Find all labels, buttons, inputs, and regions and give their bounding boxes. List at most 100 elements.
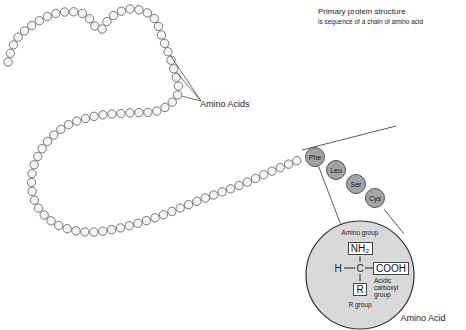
chemical-group-box: NH₂: [348, 242, 373, 255]
amino-acid-bead: [47, 217, 55, 225]
amino-acid-bead: [142, 216, 150, 224]
amino-acid-bead: [99, 227, 107, 235]
leader-line: [182, 96, 201, 101]
amino-acid-chain: [4, 5, 301, 236]
amino-acid-bead: [38, 144, 46, 152]
chemical-group-box: COOH: [373, 262, 409, 275]
amino-acid-bead: [64, 120, 72, 128]
amino-acid-bead: [40, 211, 48, 219]
amino-acid-bead: [243, 178, 251, 186]
amino-acid-bead: [78, 9, 86, 17]
amino-acid-bead: [27, 178, 35, 186]
amino-acid-bead: [160, 39, 168, 47]
amino-acid-bead: [201, 194, 209, 202]
group-formula: COOH: [376, 263, 406, 274]
amino-acid-bead: [109, 11, 117, 19]
amino-acid-bead: [143, 9, 151, 17]
amino-acid-bead: [134, 219, 142, 227]
amino-acid-bead: [193, 197, 201, 205]
amino-acid-name: Leu: [330, 167, 342, 174]
amino-acid-name: Cys: [369, 195, 381, 202]
amino-acid-bead: [235, 181, 243, 189]
amino-acid-circle: Phe: [305, 147, 325, 167]
amino-acid-bead: [168, 98, 176, 106]
amino-acid-bead: [161, 103, 169, 111]
amino-acid-bead: [276, 163, 284, 171]
amino-acid-bead: [251, 174, 259, 182]
amino-acid-bead: [169, 65, 177, 73]
amino-acid-bead: [117, 7, 125, 15]
amino-acid-bead: [99, 111, 107, 119]
leader-line: [177, 72, 201, 101]
amino-acid-bead: [6, 49, 14, 57]
amino-acid-bead: [116, 224, 124, 232]
amino-acid-bead: [176, 204, 184, 212]
magnifier-circle: [306, 221, 414, 329]
amino-acid-bead: [164, 48, 172, 56]
magnified-amino-acid: Amino groupH C Acidic carboxyl groupR grou…: [305, 220, 415, 330]
amino-acid-bead: [50, 131, 58, 139]
amino-acid-bead: [218, 188, 226, 196]
amino-acid-bead: [126, 109, 134, 117]
amino-acid-bead: [98, 25, 106, 33]
amino-acid-bead: [52, 9, 60, 17]
amino-acid-bead: [43, 12, 51, 20]
amino-acid-bead: [9, 41, 17, 49]
amino-acid-bead: [30, 196, 38, 204]
amino-acid-bead: [20, 27, 28, 35]
group-formula: R: [356, 284, 363, 295]
amino-acid-bead: [210, 191, 218, 199]
amino-acid-bead: [72, 227, 80, 235]
amino-acid-bead: [154, 22, 162, 30]
amino-acid-bead: [28, 21, 36, 29]
magnifier-outline: [305, 220, 415, 330]
amino-acid-bead: [150, 14, 158, 22]
node-heading: Amino Acid: [400, 314, 445, 324]
amino-acid-bead: [103, 17, 111, 25]
amino-acid-bead: [81, 228, 89, 236]
amino-acid-bead: [14, 33, 22, 41]
amino-acid-circle: Ser: [346, 174, 366, 194]
amino-acid-bead: [135, 108, 143, 116]
amino-acid-bead: [34, 204, 42, 212]
amino-acid-bead: [55, 221, 63, 229]
amino-acid-bead: [73, 117, 81, 125]
amino-acid-bead: [174, 82, 182, 90]
amino-acid-bead: [90, 112, 98, 120]
chemical-bond: [344, 268, 355, 269]
amino-acid-bead: [172, 73, 180, 81]
leader-lines: [170, 55, 201, 101]
amino-acid-bead: [108, 110, 116, 118]
amino-acid-bead: [57, 125, 65, 133]
amino-acid-bead: [153, 107, 161, 115]
amino-acid-bead: [168, 207, 176, 215]
amino-acid-bead: [63, 224, 71, 232]
amino-acid-bead: [226, 185, 234, 193]
amino-acid-bead: [81, 114, 89, 122]
amino-acid-bead: [30, 161, 38, 169]
amino-acid-bead: [69, 8, 77, 16]
amino-acid-bead: [173, 91, 181, 99]
part-label: Amino Acids: [200, 100, 250, 110]
amino-acid-bead: [60, 8, 68, 16]
amino-acid-bead: [135, 6, 143, 14]
chemical-group-box: R: [353, 283, 367, 296]
amino-acid-bead: [260, 171, 268, 179]
amino-acid-bead: [85, 15, 93, 23]
amino-acid-bead: [184, 200, 192, 208]
amino-acid-name: Ser: [351, 181, 362, 188]
amino-acid-bead: [293, 156, 301, 164]
atom-symbol: H: [334, 263, 341, 274]
diagram-title: Primary protein structure: [318, 8, 406, 17]
group-label: Amino group: [342, 229, 379, 236]
leader-line: [170, 55, 201, 101]
amino-acid-bead: [117, 109, 125, 117]
group-label: R group: [348, 301, 371, 308]
chain-guide: [8, 9, 303, 232]
amino-acid-bead: [125, 222, 133, 230]
amino-acid-bead: [159, 211, 167, 219]
atom-symbol: C: [356, 263, 363, 274]
amino-acid-bead: [284, 160, 292, 168]
group-label: Acidic carboxyl group: [374, 277, 414, 298]
